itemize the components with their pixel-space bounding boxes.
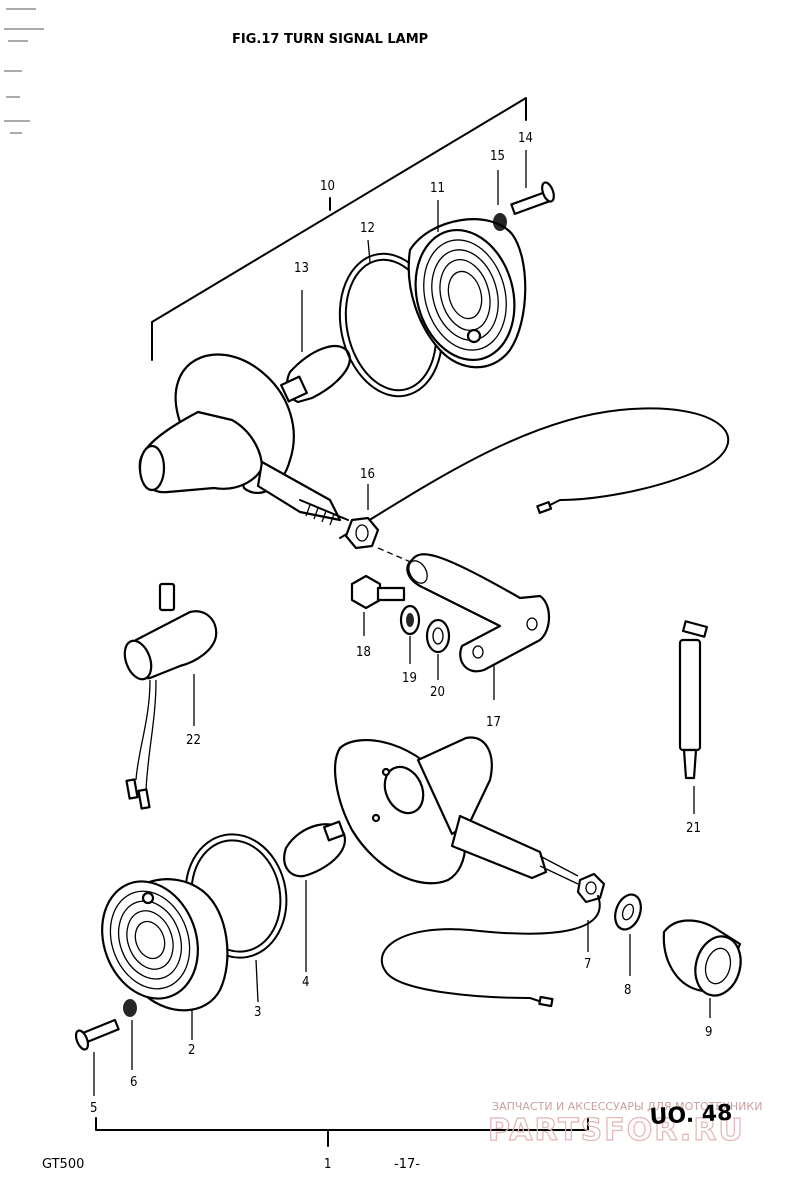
nut-7 — [576, 872, 606, 952]
callout-12: 12 — [360, 221, 375, 236]
figure-title: FIG.17 TURN SIGNAL LAMP — [232, 32, 428, 47]
model-label: GT500 — [42, 1157, 84, 1172]
callout-17: 17 — [486, 715, 501, 730]
wire-upper — [339, 407, 730, 539]
lens-2 — [101, 878, 229, 1040]
callout-1: 1 — [324, 1157, 331, 1172]
grommet-9 — [662, 919, 742, 1018]
terminal-21 — [678, 620, 709, 814]
screw-5 — [74, 1018, 120, 1096]
nut-16 — [344, 484, 380, 550]
callout-14: 14 — [518, 131, 533, 146]
condenser-22 — [123, 582, 218, 810]
callout-9: 9 — [705, 1025, 712, 1040]
callout-2: 2 — [188, 1043, 195, 1058]
lens-11 — [407, 200, 527, 369]
bolt-18 — [350, 574, 406, 636]
washer-20 — [425, 618, 451, 654]
callout-21: 21 — [686, 821, 701, 836]
washer-15 — [493, 213, 507, 231]
washer-6 — [123, 999, 137, 1017]
bracket-10 — [151, 97, 527, 361]
diagram-code: UO. 48 — [649, 1101, 733, 1130]
callout-4: 4 — [302, 975, 309, 990]
watermark-tagline: ЗАПЧАСТИ И АКСЕССУАРЫ ДЛЯ МОТОТЕХНИКИ — [492, 1100, 762, 1113]
stay-17 — [406, 553, 551, 700]
callout-6: 6 — [130, 1075, 137, 1090]
bulb-4 — [283, 820, 347, 972]
callout-3: 3 — [254, 1005, 261, 1020]
callout-22: 22 — [186, 733, 201, 748]
washer-8 — [614, 893, 642, 931]
callout-10: 10 — [320, 179, 335, 194]
callout-7: 7 — [584, 957, 591, 972]
callout-16: 16 — [360, 467, 375, 482]
callout-19: 19 — [402, 671, 417, 686]
callout-labels: 1 2 3 4 5 6 7 8 9 10 11 12 13 14 15 16 1… — [90, 131, 712, 1172]
watermark-logo: PARTSFOR.RU — [488, 1113, 745, 1148]
bracket-1 — [95, 1117, 589, 1147]
callout-20: 20 — [430, 685, 445, 700]
lower-lamp-housing — [334, 736, 579, 885]
callout-5: 5 — [90, 1101, 97, 1116]
callout-13: 13 — [294, 261, 309, 276]
callout-11: 11 — [430, 181, 445, 196]
scan-noise — [4, 8, 44, 134]
page-number: -17- — [394, 1157, 420, 1172]
callout-18: 18 — [356, 645, 371, 660]
upper-lamp-housing — [138, 353, 349, 526]
callout-15: 15 — [490, 149, 505, 164]
wire-lower — [380, 895, 601, 1003]
bulb-13 — [280, 290, 351, 404]
screw-14 — [510, 150, 555, 215]
callout-8: 8 — [624, 983, 631, 998]
